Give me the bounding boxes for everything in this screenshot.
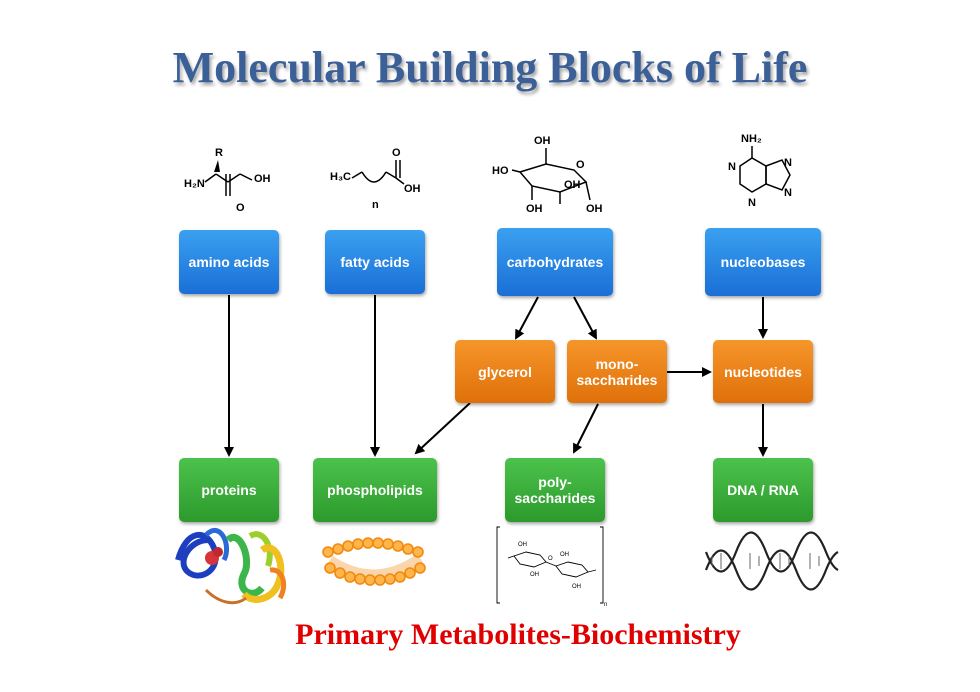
svg-text:NH₂: NH₂ bbox=[741, 133, 762, 145]
svg-text:n: n bbox=[372, 199, 379, 211]
node-dna-rna: DNA / RNA bbox=[713, 458, 813, 522]
node-nucleobases: nucleobases bbox=[705, 228, 821, 296]
svg-text:OH: OH bbox=[254, 173, 271, 185]
arrow-carb-to-glycerol bbox=[515, 296, 539, 340]
arrow-mono-to-polysaccharides bbox=[573, 403, 599, 454]
svg-text:R: R bbox=[215, 147, 223, 159]
fatty-acid-structure: H₃C O OH n bbox=[330, 147, 421, 211]
svg-text:OH: OH bbox=[534, 135, 551, 147]
svg-text:OH: OH bbox=[526, 203, 543, 215]
svg-text:HO: HO bbox=[492, 165, 509, 177]
phospholipid-arc-image bbox=[322, 537, 426, 586]
svg-text:OH: OH bbox=[572, 584, 581, 590]
page-title: Molecular Building Blocks of Life bbox=[172, 43, 808, 92]
dna-helix-image bbox=[704, 531, 839, 591]
svg-text:H₃C: H₃C bbox=[330, 171, 351, 183]
amino-acid-structure: R H₂N O OH bbox=[184, 147, 271, 214]
node-nucleotides: nucleotides bbox=[713, 340, 813, 403]
protein-ribbon-image bbox=[175, 527, 287, 605]
svg-text:N: N bbox=[748, 197, 756, 209]
svg-text:n: n bbox=[604, 602, 607, 608]
node-monosaccharides: mono- saccharides bbox=[567, 340, 667, 403]
arrow-carb-to-mono bbox=[573, 296, 597, 340]
svg-text:OH: OH bbox=[530, 572, 539, 578]
svg-text:N: N bbox=[728, 161, 736, 173]
node-proteins: proteins bbox=[179, 458, 279, 522]
polysaccharide-structure: OH OH OH OH O n bbox=[496, 526, 607, 608]
node-amino-acids: amino acids bbox=[179, 230, 279, 294]
page-subtitle: Primary Metabolites-Biochemistry bbox=[295, 618, 741, 651]
node-polysaccharides: poly- saccharides bbox=[505, 458, 605, 522]
svg-text:O: O bbox=[548, 556, 553, 562]
svg-text:OH: OH bbox=[564, 179, 581, 191]
svg-text:O: O bbox=[392, 147, 401, 159]
svg-text:O: O bbox=[576, 159, 585, 171]
svg-text:OH: OH bbox=[560, 552, 569, 558]
arrow-glycerol-to-phospholipids bbox=[414, 402, 471, 455]
svg-text:O: O bbox=[236, 202, 245, 214]
node-fatty-acids: fatty acids bbox=[325, 230, 425, 294]
node-glycerol: glycerol bbox=[455, 340, 555, 403]
svg-text:N: N bbox=[784, 187, 792, 199]
svg-text:OH: OH bbox=[518, 542, 527, 548]
sugar-structure: OH HO O OH OH OH bbox=[492, 135, 603, 215]
node-carbohydrates: carbohydrates bbox=[497, 228, 613, 296]
svg-text:N: N bbox=[784, 157, 792, 169]
adenine-structure: NH₂ N N N N bbox=[728, 133, 792, 209]
svg-text:H₂N: H₂N bbox=[184, 178, 205, 190]
node-phospholipids: phospholipids bbox=[313, 458, 437, 522]
svg-text:OH: OH bbox=[404, 183, 421, 195]
svg-text:OH: OH bbox=[586, 203, 603, 215]
